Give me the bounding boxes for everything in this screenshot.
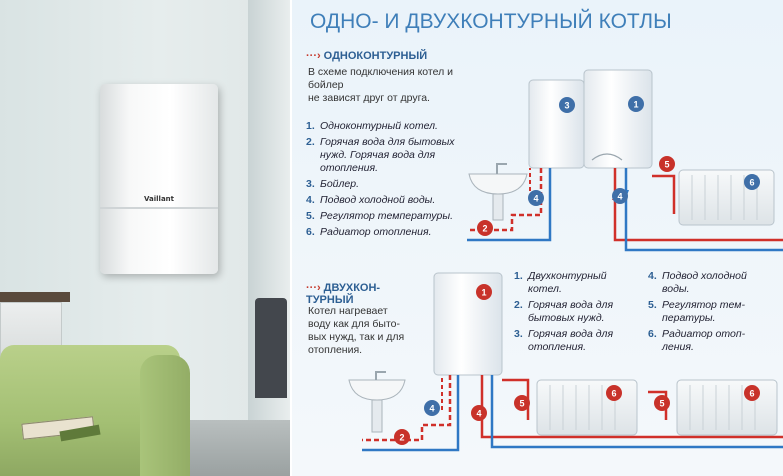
sink-pedestal bbox=[492, 193, 504, 221]
svg-text:6: 6 bbox=[749, 389, 754, 399]
list-item: 2.Горячая вода для бытовых нужд. bbox=[514, 299, 614, 324]
badge-1: 1 bbox=[476, 284, 492, 300]
single-circuit-legend: 1.Одноконтурный котел. 2.Горячая вода дл… bbox=[306, 120, 496, 242]
svg-text:2: 2 bbox=[399, 433, 404, 443]
list-item: 5.Регулятор тем- пературы. bbox=[648, 299, 745, 324]
badge-1: 1 bbox=[628, 96, 644, 112]
svg-text:4: 4 bbox=[533, 194, 538, 204]
sink bbox=[348, 379, 406, 401]
sink-pedestal bbox=[371, 399, 383, 433]
single-radiator bbox=[678, 169, 775, 226]
dotted-arrow-icon: ···› bbox=[306, 282, 321, 294]
faucet bbox=[375, 371, 386, 380]
wall-boiler: Vaillant bbox=[100, 84, 218, 274]
svg-text:6: 6 bbox=[749, 178, 754, 188]
svg-text:3: 3 bbox=[564, 101, 569, 111]
cold-water-pipe bbox=[362, 375, 460, 452]
double-circuit-description: Котел нагревает воду как для быто- вых н… bbox=[308, 305, 405, 356]
badge-2: 2 bbox=[394, 429, 410, 445]
badge-3: 3 bbox=[559, 97, 575, 113]
heating-return-pipe bbox=[490, 375, 783, 449]
badge-4-heating: 4 bbox=[612, 188, 628, 204]
svg-text:6: 6 bbox=[611, 389, 616, 399]
hot-water-pipe bbox=[467, 168, 543, 232]
double-circuit-heading: ···›ДВУХКОН- ТУРНЫЙ bbox=[306, 270, 380, 306]
boiler-panel-line bbox=[100, 207, 218, 209]
list-item: 1.Двухконтурный котел. bbox=[514, 270, 607, 295]
svg-text:1: 1 bbox=[633, 100, 638, 110]
list-item: 1.Одноконтурный котел. bbox=[306, 120, 438, 132]
svg-text:5: 5 bbox=[664, 160, 669, 170]
svg-text:4: 4 bbox=[429, 404, 434, 414]
radiator-supply-pipe bbox=[648, 390, 668, 420]
sofa-arm bbox=[140, 355, 190, 476]
faucet bbox=[496, 163, 507, 174]
list-item: 3.Горячая вода для отопления. bbox=[514, 328, 614, 353]
badge-2: 2 bbox=[477, 220, 493, 236]
list-item: 2.Горячая вода для бытовых нужд. Горячая… bbox=[306, 136, 455, 174]
double-radiator-2 bbox=[676, 379, 778, 436]
boiler-brand-logo: Vaillant bbox=[144, 195, 175, 203]
badge-6-second: 6 bbox=[744, 385, 760, 401]
single-circuit-boiler-unit bbox=[583, 69, 653, 169]
dotted-arrow-icon: ···› bbox=[306, 50, 321, 62]
boiler-bottom-detail bbox=[591, 153, 623, 161]
badge-6: 6 bbox=[606, 385, 622, 401]
list-item: 3.Бойлер. bbox=[306, 178, 360, 190]
schematic-drawing: 3 1 4 2 5 4 6 1 4 4 2 5 bbox=[348, 69, 783, 452]
double-circuit-legend-col1: 1.Двухконтурный котел. 2.Горячая вода дл… bbox=[514, 270, 634, 357]
double-heading-text: ДВУХКОН- ТУРНЫЙ bbox=[306, 282, 381, 306]
badge-4-heating: 4 bbox=[471, 405, 487, 421]
single-circuit-heading: ···›ОДНОКОНТУРНЫЙ bbox=[306, 50, 427, 62]
badge-6: 6 bbox=[744, 174, 760, 190]
interior-photo: Vaillant bbox=[0, 0, 290, 476]
list-item: 4.Подвод холодной воды. bbox=[648, 270, 747, 295]
list-item: 6.Радиатор отопления. bbox=[306, 226, 432, 238]
radiator-supply-pipe bbox=[652, 174, 676, 214]
badge-5: 5 bbox=[659, 156, 675, 172]
shelf bbox=[0, 292, 70, 302]
list-item: 6.Радиатор отоп- ления. bbox=[648, 328, 746, 353]
svg-text:1: 1 bbox=[481, 288, 486, 298]
svg-text:2: 2 bbox=[482, 224, 487, 234]
svg-text:4: 4 bbox=[476, 409, 481, 419]
svg-text:5: 5 bbox=[659, 399, 664, 409]
list-item: 5.Регулятор температуры. bbox=[306, 210, 454, 222]
svg-text:4: 4 bbox=[617, 192, 622, 202]
heating-supply-pipe bbox=[480, 375, 783, 439]
badge-5-second: 5 bbox=[654, 395, 670, 411]
single-heading-text: ОДНОКОНТУРНЫЙ bbox=[323, 50, 428, 62]
list-item: 4.Подвод холодной воды. bbox=[306, 194, 436, 206]
badge-5: 5 bbox=[514, 395, 530, 411]
double-circuit-boiler-unit bbox=[433, 272, 503, 376]
badge-4: 4 bbox=[528, 190, 544, 206]
single-circuit-description: В схеме подключения котел и бойлер не за… bbox=[308, 66, 454, 104]
badge-4: 4 bbox=[424, 400, 440, 416]
svg-text:5: 5 bbox=[519, 399, 524, 409]
chair bbox=[255, 298, 287, 398]
bojler-unit bbox=[528, 79, 585, 169]
double-radiator-1 bbox=[536, 379, 638, 436]
wall-corner bbox=[248, 0, 290, 476]
cold-water-pipe bbox=[467, 168, 552, 242]
diagram-title: ОДНО- И ДВУХКОНТУРНЫЙ КОТЛЫ bbox=[310, 10, 672, 33]
sink bbox=[468, 173, 528, 195]
boiler-diagram: ОДНО- И ДВУХКОНТУРНЫЙ КОТЛЫ ···›ОДНОКОНТ… bbox=[290, 0, 783, 476]
double-circuit-legend-col2: 4.Подвод холодной воды. 5.Регулятор тем-… bbox=[648, 270, 768, 357]
